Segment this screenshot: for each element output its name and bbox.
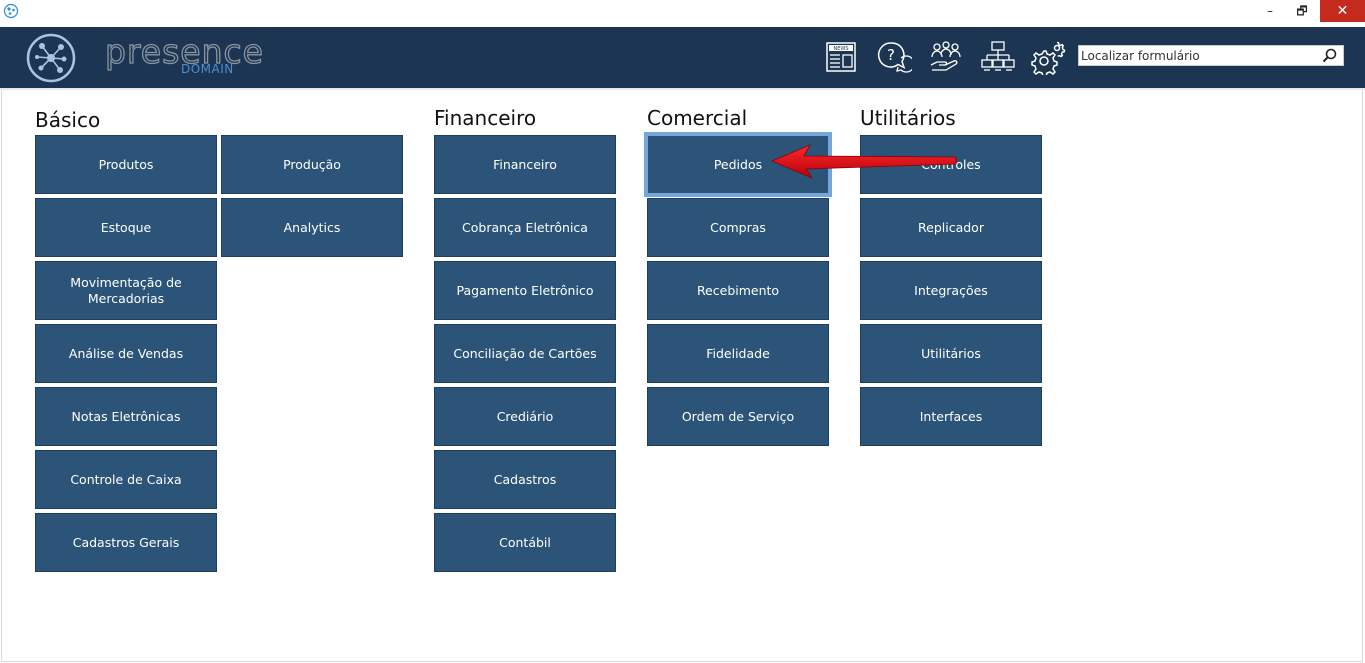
help-chat-icon[interactable]: ? xyxy=(876,39,912,75)
heading-utilitarios: Utilitários xyxy=(860,106,956,130)
tile-interfaces[interactable]: Interfaces xyxy=(860,387,1042,446)
tile-cobranca-eletronica[interactable]: Cobrança Eletrônica xyxy=(434,198,616,257)
logo-text: presence DOMAIN xyxy=(104,31,265,80)
tile-pagamento-eletronico[interactable]: Pagamento Eletrônico xyxy=(434,261,616,320)
tile-financeiro[interactable]: Financeiro xyxy=(434,135,616,194)
tile-pedidos[interactable]: Pedidos xyxy=(647,135,829,194)
tile-replicador[interactable]: Replicador xyxy=(860,198,1042,257)
users-hand-icon[interactable] xyxy=(928,39,964,75)
tile-producao[interactable]: Produção xyxy=(221,135,403,194)
tile-recebimento[interactable]: Recebimento xyxy=(647,261,829,320)
tile-controles[interactable]: Controles xyxy=(860,135,1042,194)
svg-text:NEWS: NEWS xyxy=(833,46,848,52)
maximize-button[interactable]: 🗗 xyxy=(1296,4,1308,18)
logo-icon xyxy=(26,33,76,83)
app-icon xyxy=(3,3,19,19)
minimize-button[interactable]: – xyxy=(1267,4,1273,18)
heading-financeiro: Financeiro xyxy=(434,106,537,130)
logo-primary: presence xyxy=(104,31,264,71)
tile-cadastros[interactable]: Cadastros xyxy=(434,450,616,509)
tile-produtos[interactable]: Produtos xyxy=(35,135,217,194)
tile-estoque[interactable]: Estoque xyxy=(35,198,217,257)
tile-contabil[interactable]: Contábil xyxy=(434,513,616,572)
settings-icon[interactable] xyxy=(1030,39,1066,75)
svg-text:?: ? xyxy=(887,46,895,64)
search-input[interactable] xyxy=(1081,46,1317,65)
tile-utilitarios[interactable]: Utilitários xyxy=(860,324,1042,383)
app-header: presence DOMAIN NEWS ? xyxy=(0,27,1365,88)
tile-analytics[interactable]: Analytics xyxy=(221,198,403,257)
title-bar: – 🗗 ✕ xyxy=(0,0,1365,27)
tile-controle-de-caixa[interactable]: Controle de Caixa xyxy=(35,450,217,509)
search-box xyxy=(1078,45,1344,66)
logo-secondary: DOMAIN xyxy=(181,62,234,76)
close-button[interactable]: ✕ xyxy=(1320,0,1365,22)
content-frame xyxy=(1,90,1363,662)
tile-cadastros-gerais[interactable]: Cadastros Gerais xyxy=(35,513,217,572)
tile-analise-de-vendas[interactable]: Análise de Vendas xyxy=(35,324,217,383)
network-icon[interactable] xyxy=(980,39,1016,75)
tile-crediario[interactable]: Crediário xyxy=(434,387,616,446)
tile-conciliacao-de-cartoes[interactable]: Conciliação de Cartões xyxy=(434,324,616,383)
tile-fidelidade[interactable]: Fidelidade xyxy=(647,324,829,383)
heading-comercial: Comercial xyxy=(647,106,748,130)
search-icon[interactable] xyxy=(1322,48,1337,63)
tile-integracoes[interactable]: Integrações xyxy=(860,261,1042,320)
tile-notas-eletronicas[interactable]: Notas Eletrônicas xyxy=(35,387,217,446)
news-icon[interactable]: NEWS xyxy=(823,39,859,75)
heading-basico: Básico xyxy=(35,108,101,132)
tile-compras[interactable]: Compras xyxy=(647,198,829,257)
tile-movimentacao-de-mercadorias[interactable]: Movimentação de Mercadorias xyxy=(35,261,217,320)
tile-ordem-de-servico[interactable]: Ordem de Serviço xyxy=(647,387,829,446)
